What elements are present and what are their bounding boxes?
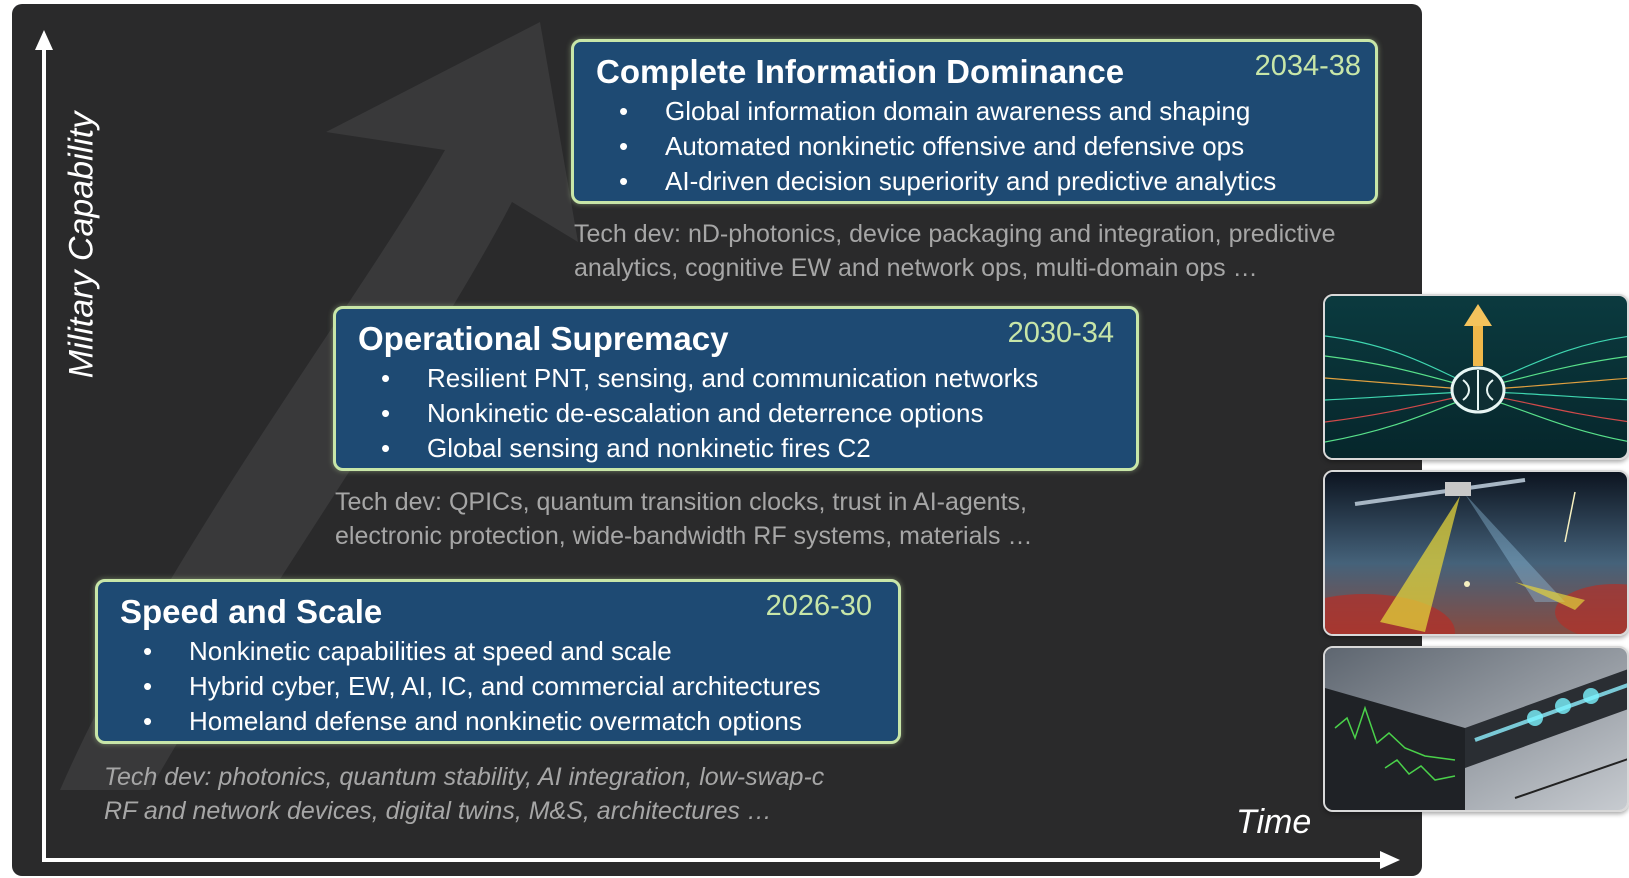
satellite-sensing-image: [1323, 470, 1629, 636]
photonic-chip-spectrum-image: [1323, 646, 1629, 812]
stage-title: Operational Supremacy: [358, 320, 729, 357]
tech-dev-line: Tech dev: photonics, quantum stability, …: [104, 763, 825, 791]
tech-dev-line: electronic protection, wide-bandwidth RF…: [335, 522, 1033, 550]
tech-dev-line: Tech dev: nD-photonics, device packaging…: [574, 220, 1336, 248]
stage-bullet: Nonkinetic de-escalation and deterrence …: [381, 396, 1038, 431]
tech-dev-note-information-dominance: Tech dev: nD-photonics, device packaging…: [574, 217, 1336, 285]
stage-box-speed-and-scale: Speed and Scale 2026-30 Nonkinetic capab…: [95, 579, 901, 744]
stage-title: Speed and Scale: [120, 593, 383, 630]
stage-bullet: Homeland defense and nonkinetic overmatc…: [143, 704, 820, 739]
stage-box-information-dominance: Complete Information Dominance 2034-38 G…: [571, 39, 1378, 204]
stage-bullet: Global information domain awareness and …: [619, 94, 1276, 129]
stage-years: 2034-38: [1254, 50, 1361, 82]
tech-dev-note-operational-supremacy: Tech dev: QPICs, quantum transition cloc…: [335, 485, 1033, 553]
stage-bullet: Automated nonkinetic offensive and defen…: [619, 129, 1276, 164]
stage-bullet: Global sensing and nonkinetic fires C2: [381, 431, 1038, 466]
stage-years: 2030-34: [1007, 317, 1114, 349]
stage-bullet: Resilient PNT, sensing, and communicatio…: [381, 361, 1038, 396]
stage-years: 2026-30: [765, 590, 872, 622]
x-axis-label: Time: [1236, 803, 1312, 841]
stage-bullet-list: Nonkinetic capabilities at speed and sca…: [143, 634, 820, 739]
tech-dev-line: analytics, cognitive EW and network ops,…: [574, 254, 1258, 282]
stage-bullet: Hybrid cyber, EW, AI, IC, and commercial…: [143, 669, 820, 704]
x-axis-arrowhead: [1380, 851, 1400, 869]
tech-dev-line: Tech dev: QPICs, quantum transition cloc…: [335, 488, 1027, 516]
stage-box-operational-supremacy: Operational Supremacy 2030-34 Resilient …: [333, 306, 1139, 471]
ai-brain-network-image: [1323, 294, 1629, 460]
y-axis-label: Military Capability: [62, 111, 101, 379]
stage-bullet-list: Resilient PNT, sensing, and communicatio…: [381, 361, 1038, 466]
stage-bullet: AI-driven decision superiority and predi…: [619, 164, 1276, 199]
stage-bullet: Nonkinetic capabilities at speed and sca…: [143, 634, 820, 669]
stage-title: Complete Information Dominance: [596, 53, 1125, 90]
stage-bullet-list: Global information domain awareness and …: [619, 94, 1276, 199]
tech-dev-line: RF and network devices, digital twins, M…: [104, 797, 772, 825]
y-axis-arrowhead: [35, 30, 53, 50]
tech-dev-note-speed-and-scale: Tech dev: photonics, quantum stability, …: [104, 760, 824, 828]
